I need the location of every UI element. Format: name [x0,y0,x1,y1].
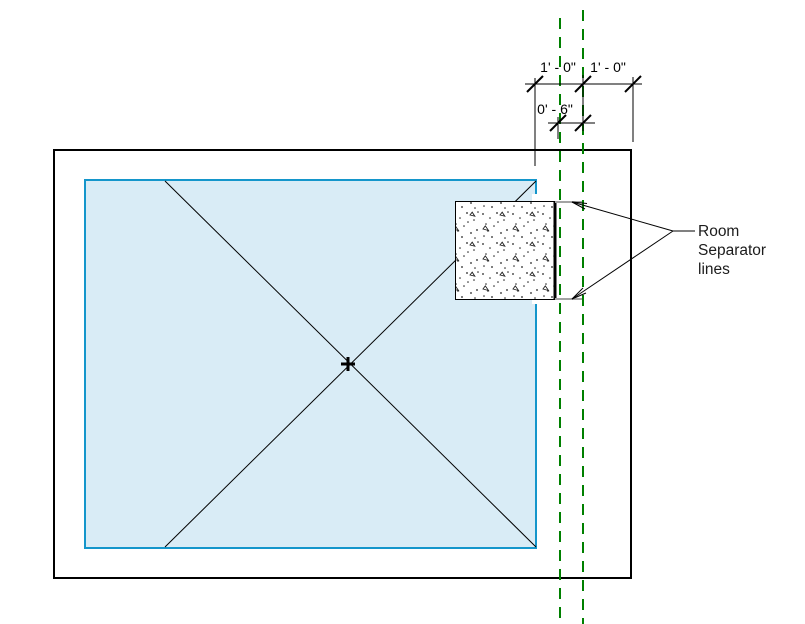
dimension-tick [549,114,567,132]
boundary-gap-patch-top [532,194,539,202]
arrowhead-icon-top [571,201,588,210]
column [455,201,557,300]
dimension-lower: 0' - 6" [537,101,595,132]
dimension-tick [574,75,592,93]
dimension-label-right: 1' - 0" [590,59,626,75]
wall-outline [53,149,632,579]
boundary-gap-patch-bottom [532,299,539,304]
dimension-label-offset: 0' - 6" [537,101,573,117]
leader-line-top [571,201,674,232]
column-concrete-hatch [455,201,555,300]
annotation-room-separator-label: Room Separator lines [698,223,766,278]
dimension-upper: 1' - 0" 1' - 0" [525,59,642,93]
dimension-tick [574,114,592,132]
annotation-text-line1: Room [698,223,739,240]
annotation-leader [571,201,695,300]
dimension-tick [526,75,544,93]
dimension-tick [624,75,642,93]
annotation-text-line2: Separator [698,242,766,259]
room-center-cross [341,357,355,371]
leader-line-bottom [571,230,674,300]
annotation-text-line3: lines [698,261,730,278]
dimension-label-left: 1' - 0" [540,59,576,75]
arrowhead-icon-bottom [571,287,587,300]
